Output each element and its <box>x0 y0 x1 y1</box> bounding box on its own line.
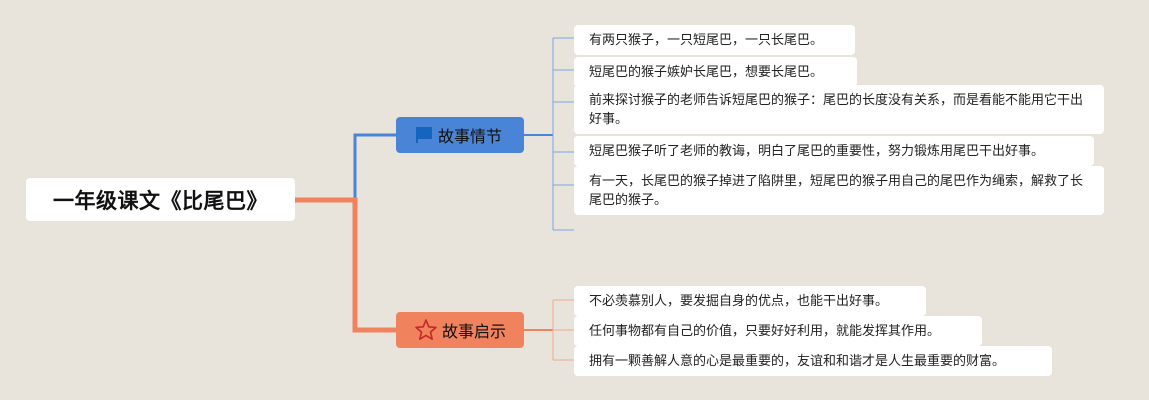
story-leaf-2-text: 短尾巴的猴子嫉妒长尾巴，想要长尾巴。 <box>589 65 824 80</box>
insight-leaf-2-text: 任何事物都有自己的价值，只要好好利用，就能发挥其作用。 <box>589 324 941 339</box>
insight-leaf-1[interactable]: 不必羡慕别人，要发掘自身的优点，也能干出好事。 <box>574 286 926 316</box>
branch-insight[interactable]: 故事启示 <box>396 312 524 348</box>
star-icon <box>414 318 438 342</box>
story-leaf-3[interactable]: 前来探讨猴子的老师告诉短尾巴的猴子：尾巴的长度没有关系，而是看能不能用它干出好事… <box>574 85 1104 134</box>
story-leaf-5-text: 有一天，长尾巴的猴子掉进了陷阱里，短尾巴的猴子用自己的尾巴作为绳索，解救了长尾巴… <box>589 174 1084 208</box>
story-leaf-4-text: 短尾巴猴子听了老师的教诲，明白了尾巴的重要性，努力锻炼用尾巴干出好事。 <box>589 144 1045 159</box>
branch-story[interactable]: 故事情节 <box>396 117 524 153</box>
story-leaf-1[interactable]: 有两只猴子，一只短尾巴，一只长尾巴。 <box>574 25 855 55</box>
root-node[interactable]: 一年级课文《比尾巴》 <box>26 178 295 221</box>
trunk-line-insight <box>295 197 396 333</box>
root-title: 一年级课文《比尾巴》 <box>53 188 268 213</box>
branch-insight-label: 故事启示 <box>442 322 507 341</box>
insight-leaf-3-text: 拥有一颗善解人意的心是最重要的，友谊和和谐才是人生最重要的财富。 <box>589 354 1006 369</box>
story-leaf-5[interactable]: 有一天，长尾巴的猴子掉进了陷阱里，短尾巴的猴子用自己的尾巴作为绳索，解救了长尾巴… <box>574 166 1104 215</box>
insight-leaf-1-text: 不必羡慕别人，要发掘自身的优点，也能干出好事。 <box>589 294 889 309</box>
insight-leaf-3[interactable]: 拥有一颗善解人意的心是最重要的，友谊和和谐才是人生最重要的财富。 <box>574 346 1052 376</box>
story-leaf-4[interactable]: 短尾巴猴子听了老师的教诲，明白了尾巴的重要性，努力锻炼用尾巴干出好事。 <box>574 136 1094 166</box>
insight-leaf-2[interactable]: 任何事物都有自己的价值，只要好好利用，就能发挥其作用。 <box>574 316 982 346</box>
trunk-line-story <box>295 133 396 202</box>
flag-icon <box>414 126 434 144</box>
branch-story-label: 故事情节 <box>438 127 503 146</box>
story-leaf-2[interactable]: 短尾巴的猴子嫉妒长尾巴，想要长尾巴。 <box>574 57 857 87</box>
story-leaf-1-text: 有两只猴子，一只短尾巴，一只长尾巴。 <box>589 33 824 48</box>
story-leaf-3-text: 前来探讨猴子的老师告诉短尾巴的猴子：尾巴的长度没有关系，而是看能不能用它干出好事… <box>589 93 1084 127</box>
